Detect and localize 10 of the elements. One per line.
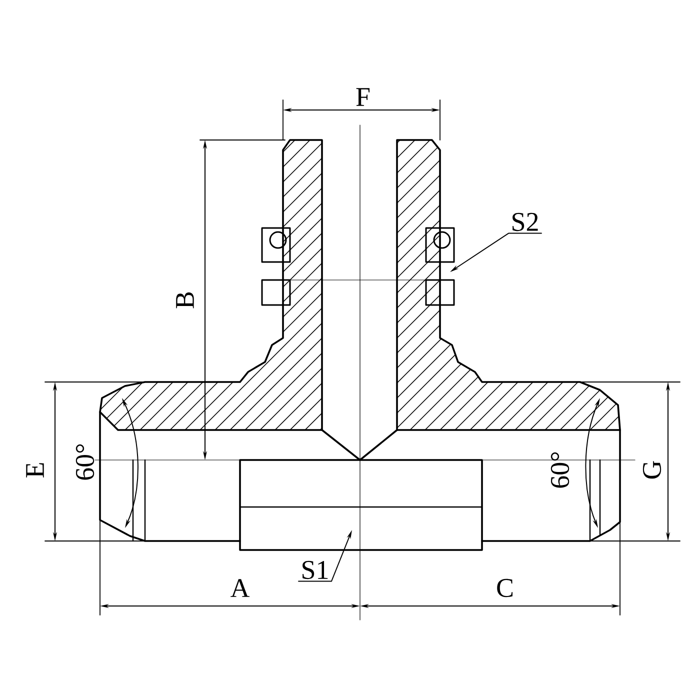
dimension-label: G [642,461,662,479]
dimension-label: 60° [76,444,94,480]
dimension-label: B [176,292,194,308]
dimension-label: A [230,579,250,597]
part-label: S1 [302,560,328,580]
dimension-label: 60° [550,452,570,488]
part-label: S2 [512,212,538,232]
dimension-label: E [26,463,44,478]
dimension-label: C [497,578,513,598]
dimension-label: F [356,88,370,106]
